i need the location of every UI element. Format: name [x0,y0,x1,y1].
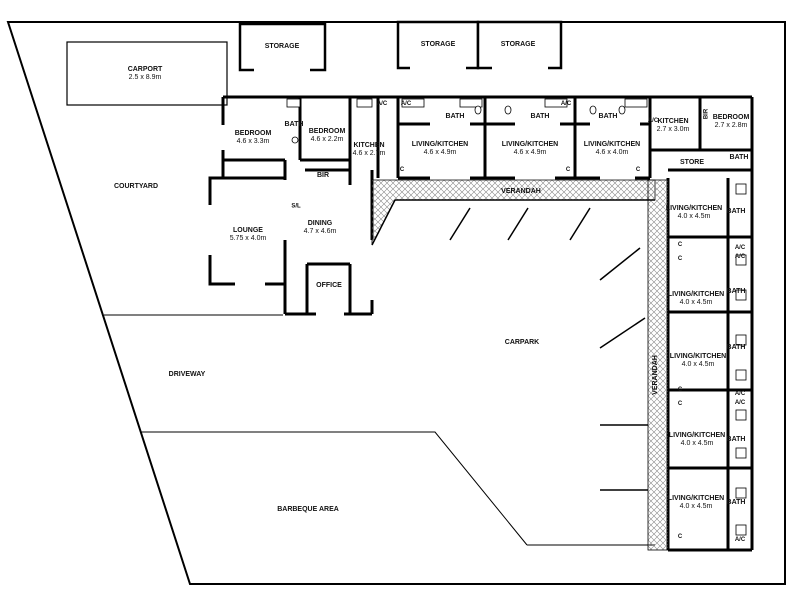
verandah-side-label: VERANDAH [652,355,659,395]
bir-d-label: BIR [703,108,710,120]
bath-b-label: BATH [530,113,550,120]
verandah-top-label: VERANDAH [501,188,541,195]
c-code: C [677,387,683,393]
carport-label: CARPORT 2.5 x 8.9m [128,66,163,82]
ac-code: A/C [734,391,746,397]
ac-code: A/C [400,101,412,107]
side-bath-3-label: BATH [726,344,746,351]
carpark-lines [371,199,655,491]
c-code: C [565,167,571,173]
store-label: STORE [680,159,704,166]
c-code: C [677,401,683,407]
ac-code: A/C [734,254,746,260]
office-label: OFFICE [316,282,342,289]
barbeque-label: BARBEQUE AREA [277,506,339,513]
ac-code: A/C [560,101,572,107]
side-bath-4-label: BATH [726,436,746,443]
carport-dims: 2.5 x 8.9m [128,74,162,81]
carpark-label: CARPARK [504,339,540,346]
ac-code: A/C [647,118,659,124]
storage-label-1: STORAGE [264,43,300,50]
verandah-lattice [371,179,669,551]
carport-outline [66,41,228,106]
driveway-label: DRIVEWAY [168,371,206,378]
sl-label: S/L [291,203,301,210]
bir-main-label: BIR [316,172,330,179]
fixtures [286,98,747,536]
ac-code: A/C [734,245,746,251]
bath-main-label: BATH [284,121,304,128]
c-code: C [635,167,641,173]
ac-code: A/C [734,537,746,543]
ac-code: A/C [734,400,746,406]
courtyard-label: COURTYARD [113,183,159,190]
c-code: C [677,256,683,262]
side-bath-2-label: BATH [726,288,746,295]
side-bath-1-label: BATH [726,208,746,215]
ac-code: A/C [376,101,388,107]
c-code: C [677,534,683,540]
c-code: C [399,167,405,173]
side-bath-5-label: BATH [726,499,746,506]
bath-c-label: BATH [598,113,618,120]
carport-name: CARPORT [127,66,163,73]
bath-a-label: BATH [445,113,465,120]
storage-label-2: STORAGE [420,41,456,48]
site-lines [104,314,655,546]
door-gaps [208,125,374,316]
bath-d-label: BATH [729,154,749,161]
storage-label-3: STORAGE [500,41,536,48]
c-code: C [677,242,683,248]
